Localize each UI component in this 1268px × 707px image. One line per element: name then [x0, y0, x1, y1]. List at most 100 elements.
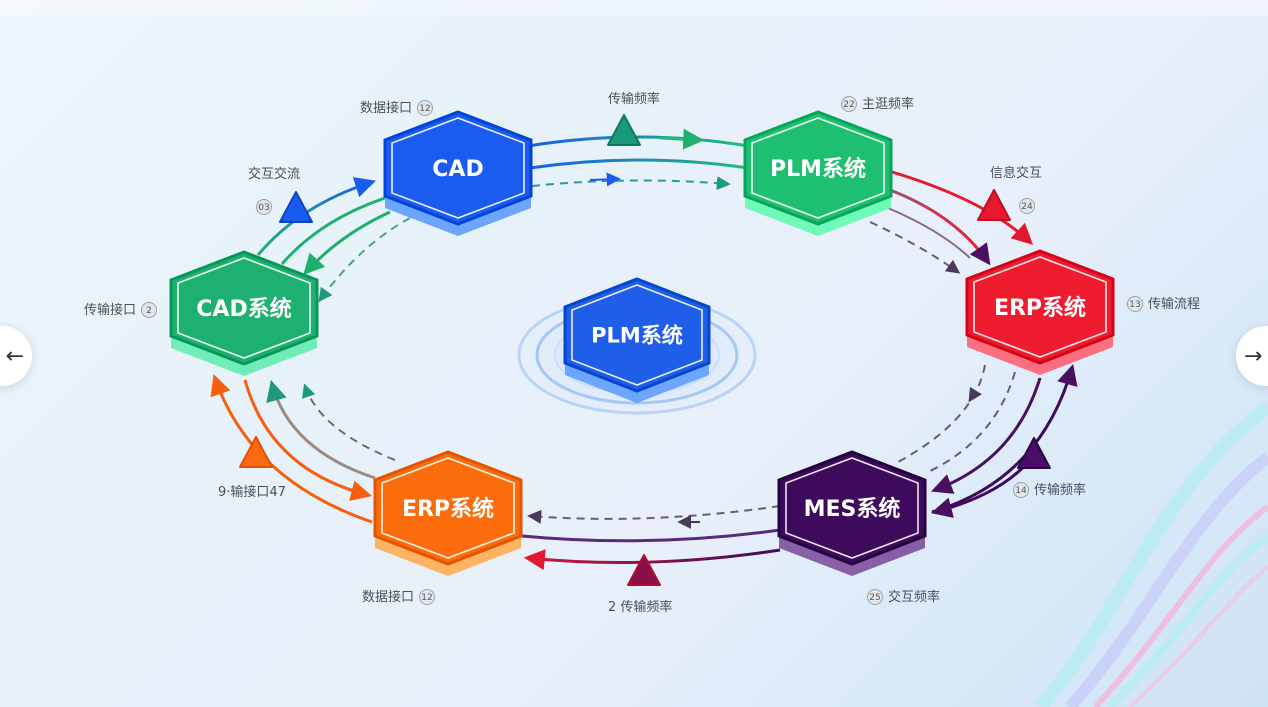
- plm-label-number-badge: 22: [841, 96, 857, 112]
- arrow-left-icon: ←: [5, 343, 24, 369]
- triangle-marker-icon: [627, 554, 661, 586]
- node-center-plm-inner-border: [571, 284, 703, 386]
- cadsys-cad-label-number: 03: [258, 203, 269, 213]
- connector-erp-mes-dashed-2: [927, 371, 1016, 473]
- node-cad-label: CAD: [432, 157, 483, 182]
- node-mes-label: MES系统: [804, 496, 901, 522]
- connector-erp-cadsys-1: [210, 374, 373, 524]
- triangle-marker-icon: [607, 114, 641, 146]
- node-mes-inner-border: [785, 457, 919, 559]
- connector-erp-mes-1: [931, 377, 1042, 494]
- node-erp-bottom-shape: [373, 450, 523, 566]
- node-erp-bottom-inner-border: [381, 457, 515, 559]
- plm-label-text: 主逛频率: [862, 96, 914, 112]
- cadsys-label: 传输接口 2: [84, 302, 157, 318]
- plm-erp-label-number-badge: 24: [1019, 198, 1035, 214]
- flow-markers: [239, 114, 1051, 586]
- node-cad-sys-label: CAD系统: [196, 296, 291, 322]
- node-erp-bottom-label: ERP系统: [402, 496, 494, 522]
- mes-label-number-badge: 25: [867, 589, 883, 605]
- node-erp-right-shape: [965, 249, 1115, 365]
- plm-erp-label-number: 24: [1021, 202, 1033, 212]
- erp-mes-label-number-badge: 14: [1013, 482, 1029, 498]
- connector-mes-erp-1: [521, 528, 781, 543]
- top-strip: [0, 0, 1268, 16]
- triangle-marker-icon: [1017, 437, 1051, 469]
- node-cad-inner-border: [391, 117, 525, 219]
- connector-cad-cadsys-3: [303, 210, 391, 276]
- node-plm-inner-border: [751, 117, 885, 219]
- cadsys-label-text: 传输接口: [84, 302, 136, 318]
- arrow-right-icon: →: [1244, 343, 1263, 369]
- erp-cadsys-label-text: 9·输接口47: [218, 484, 286, 500]
- erp-right-label-text: 传输流程: [1148, 296, 1200, 312]
- connector-erp-mes-dashed-arrow: [968, 386, 982, 403]
- connector-erp-cadsys-dashed: [301, 383, 396, 461]
- erp-right-label-number-badge: 13: [1127, 296, 1143, 312]
- erp-bottom-label-number-badge: 12: [419, 589, 435, 605]
- cad-plm-label: 传输频率: [608, 91, 660, 107]
- connector-cad-plm-2: [529, 158, 749, 170]
- plm-label-number: 22: [843, 100, 854, 110]
- cad-label-number: 12: [419, 104, 430, 114]
- connector-plm-erp-dashed: [869, 221, 961, 274]
- erp-bottom-label-number: 12: [421, 593, 432, 603]
- mes-erp-label-text: 2 传输频率: [608, 599, 672, 615]
- cadsys-label-number: 2: [146, 306, 152, 316]
- node-center-plm[interactable]: PLM系统: [563, 277, 711, 403]
- cadsys-cad-label-number-badge: 03: [256, 199, 272, 215]
- connector-cad-plm-dashed: [531, 176, 731, 191]
- connector-mes-erp-2: [523, 548, 781, 571]
- connector-plm-erp-2: [889, 188, 991, 266]
- triangle-marker-icon: [279, 191, 313, 223]
- erp-mes-label-number: 14: [1015, 486, 1027, 496]
- triangle-marker-icon: [977, 189, 1011, 221]
- node-cad-shape: [383, 110, 533, 226]
- connector-cad-cadsys-2: [280, 196, 386, 265]
- cad-plm-label-text: 传输频率: [608, 91, 660, 107]
- connector-mes-erp-dashed: [527, 505, 781, 524]
- erp-bottom-label-text: 数据接口: [362, 589, 414, 605]
- nodes: CAD PLM系统 ERP系统 MES系统 ERP系统 CAD系统 PLM系统: [169, 110, 1115, 576]
- plm-erp-label-text: 信息交互: [990, 165, 1042, 181]
- connector-mes-erp-2: [931, 363, 1078, 514]
- connector-cad-plm-dashed-arrow: [589, 172, 621, 187]
- connector-cad-plm-1-arrow: [659, 128, 705, 150]
- connector-cadsys-cad-1: [256, 177, 377, 256]
- connector-erp-cadsys-3: [266, 379, 376, 480]
- mes-label-text: 交互频率: [888, 589, 940, 605]
- plm-erp-label: 信息交互 24: [990, 165, 1042, 214]
- node-erp-right[interactable]: ERP系统: [965, 249, 1115, 375]
- erp-bottom-label: 数据接口 12: [362, 589, 435, 605]
- node-plm[interactable]: PLM系统: [743, 110, 893, 236]
- node-mes[interactable]: MES系统: [777, 450, 927, 576]
- node-cad-sys[interactable]: CAD系统: [169, 250, 319, 376]
- cad-label: 数据接口 12: [360, 100, 433, 116]
- erp-right-label: 13 传输流程: [1127, 296, 1200, 312]
- cad-label-number-badge: 12: [417, 100, 433, 116]
- cadsys-cad-label-text: 交互交流: [248, 166, 300, 182]
- node-center-plm-label: PLM系统: [591, 324, 683, 348]
- cad-label-text: 数据接口: [360, 100, 412, 116]
- cadsys-label-number-badge: 2: [141, 302, 157, 318]
- connector-plm-erp-3: [887, 207, 971, 259]
- node-plm-label: PLM系统: [770, 156, 866, 182]
- erp-right-label-number: 13: [1129, 300, 1140, 310]
- node-erp-right-label: ERP系统: [994, 295, 1086, 321]
- connector-cad-cadsys-dashed: [318, 217, 411, 303]
- triangle-marker-icon: [239, 436, 273, 468]
- erp-cadsys-label: 9·输接口47: [218, 484, 286, 500]
- node-center-plm-shape: [563, 277, 711, 393]
- node-erp-bottom[interactable]: ERP系统: [373, 450, 523, 576]
- node-erp-right-inner-border: [973, 256, 1107, 358]
- mes-label: 25 交互频率: [867, 589, 940, 605]
- mes-label-number: 25: [869, 593, 880, 603]
- node-cad-sys-shape: [169, 250, 319, 366]
- cadsys-cad-label: 交互交流 03: [248, 166, 300, 215]
- connector-erp-mes-dashed-1: [897, 364, 986, 463]
- plm-label: 22 主逛频率: [841, 96, 914, 112]
- node-cad[interactable]: CAD: [383, 110, 533, 236]
- node-cad-sys-inner-border: [177, 257, 311, 359]
